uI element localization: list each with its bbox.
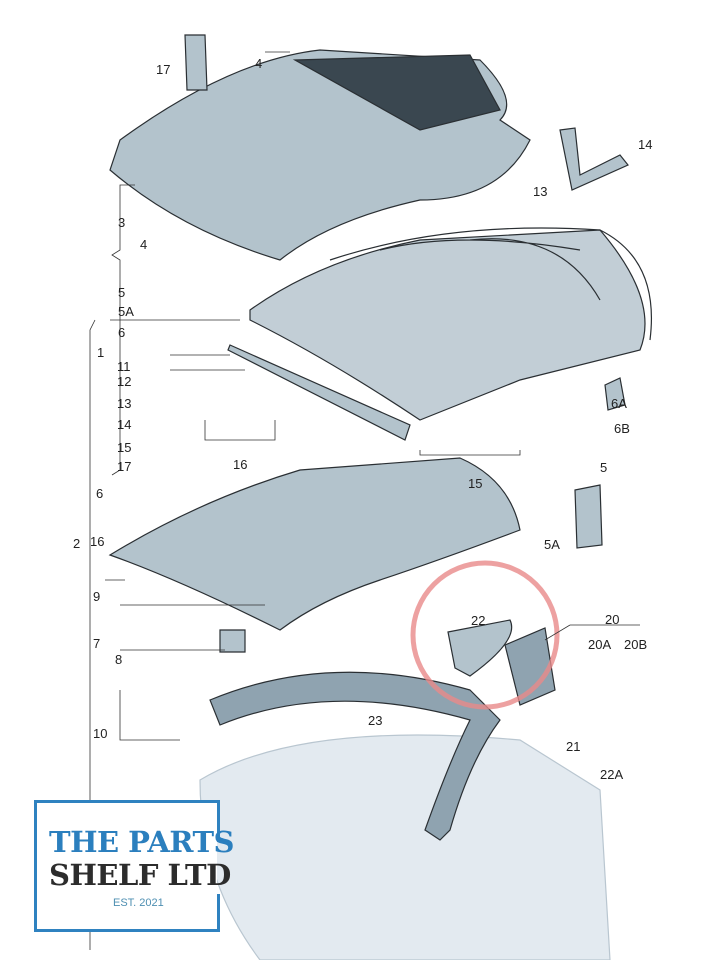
label-17b: 17 xyxy=(117,459,132,474)
label-20B: 20B xyxy=(624,637,648,652)
label-20: 20 xyxy=(605,612,620,627)
rail-11 xyxy=(227,344,411,441)
rear-window xyxy=(292,54,501,131)
label-5b: 5 xyxy=(600,460,608,475)
label-12: 12 xyxy=(117,374,132,389)
label-21: 21 xyxy=(566,739,581,754)
label-7: 7 xyxy=(93,636,101,651)
label-2: 2 xyxy=(73,536,81,551)
headliner-2 xyxy=(108,457,521,631)
label-23: 23 xyxy=(368,713,383,728)
label-13b: 13 xyxy=(117,396,132,411)
logo-line-2: SHELF LTD xyxy=(49,858,231,892)
label-16b: 16 xyxy=(90,534,105,549)
label-6B: 6B xyxy=(614,421,630,436)
label-6A: 6A xyxy=(611,396,627,411)
part-6A xyxy=(604,377,626,411)
label-16: 16 xyxy=(233,457,248,472)
highlight-circle xyxy=(410,560,560,710)
label-8: 8 xyxy=(115,652,123,667)
label-11: 11 xyxy=(117,359,131,374)
bracket-20 xyxy=(504,627,556,706)
label-13: 13 xyxy=(533,184,548,199)
company-logo: THE PARTS SHELF LTD EST. 2021 xyxy=(34,800,235,932)
label-15b: 15 xyxy=(468,476,483,491)
part-5A xyxy=(574,484,603,549)
label-6: 6 xyxy=(118,325,126,340)
label-10: 10 xyxy=(93,726,108,741)
label-4b: 4 xyxy=(140,237,148,252)
part-17 xyxy=(184,34,208,91)
cover-22 xyxy=(447,619,513,677)
label-9: 9 xyxy=(93,589,101,604)
label-14b: 14 xyxy=(117,417,132,432)
label-1: 1 xyxy=(97,345,105,360)
car-body xyxy=(199,734,611,960)
logo-established: EST. 2021 xyxy=(113,897,164,909)
label-5: 5 xyxy=(118,285,126,300)
soft-top-6 xyxy=(249,229,646,421)
logo-line-1: THE PARTS xyxy=(49,825,235,859)
label-4: 4 xyxy=(255,56,263,71)
bracket-13 xyxy=(559,127,629,191)
label-15: 15 xyxy=(117,440,132,455)
label-22: 22 xyxy=(471,613,486,628)
top-frame xyxy=(329,227,652,341)
label-20A: 20A xyxy=(588,637,612,652)
label-6b: 6 xyxy=(96,486,104,501)
part-8 xyxy=(219,629,246,653)
label-5Ab: 5A xyxy=(544,537,560,552)
label-14: 14 xyxy=(638,137,653,152)
label-3: 3 xyxy=(118,215,126,230)
label-22A: 22A xyxy=(600,767,624,782)
label-5A: 5A xyxy=(118,304,134,319)
label-17: 17 xyxy=(156,62,171,77)
seal-23 xyxy=(209,671,501,841)
